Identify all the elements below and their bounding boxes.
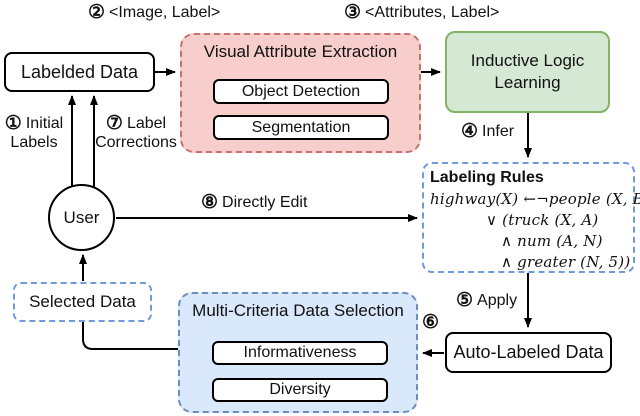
node-visual-attribute-extraction: Visual Attribute Extraction Object Detec…	[180, 33, 421, 153]
step-4-badge: ④	[461, 121, 479, 142]
selected-data-label: Selected Data	[29, 292, 136, 311]
vae-title: Visual Attribute Extraction	[203, 42, 398, 61]
rule-line: ∧ num (A, N)	[501, 232, 603, 250]
node-user: User	[48, 184, 115, 251]
node-auto-labeled-data: Auto-Labeled Data	[445, 332, 612, 373]
mcds-title: Multi-Criteria Data Selection	[192, 301, 404, 320]
step-1-badge: ①	[4, 113, 22, 134]
step-6-badge-label: ⑥	[422, 313, 443, 332]
node-labeled-data-label: Labelded Data	[20, 61, 139, 82]
node-selected-data: Selected Data	[13, 282, 152, 322]
step-3-badge: ③	[344, 2, 362, 23]
node-inductive-logic-learning: Inductive Logic Learning	[445, 31, 610, 113]
node-object-detection: Object Detection	[213, 79, 389, 104]
labeling-rules-title: Labeling Rules	[430, 169, 544, 186]
step-7-badge: ⑦	[105, 113, 123, 134]
node-segmentation: Segmentation	[213, 115, 389, 140]
informativeness-label: Informativeness	[243, 344, 357, 361]
diversity-label: Diversity	[269, 381, 331, 398]
rule-line: ∨ (truck (X, A)	[486, 211, 599, 229]
rule-line: ∧ greater (N, 5))	[501, 253, 631, 271]
step-2-image-label: ②<Image, Label>	[88, 2, 221, 23]
auto-labeled-data-label: Auto-Labeled Data	[453, 342, 604, 362]
node-labeled-data: Labelded Data	[4, 52, 155, 92]
step-2-badge: ②	[88, 2, 106, 23]
segmentation-label: Segmentation	[251, 118, 351, 136]
node-informativeness: Informativeness	[212, 341, 388, 365]
step-8-badge: ⑧	[201, 192, 219, 213]
step-6-badge: ⑥	[422, 312, 440, 333]
ill-label: Inductive Logic Learning	[470, 51, 585, 92]
step-5-badge: ⑤	[456, 290, 474, 311]
rule-line: highway(X) ←¬people (X, B)	[430, 190, 640, 208]
object-detection-label: Object Detection	[241, 82, 361, 100]
node-labeling-rules: Labeling Rules highway(X) ←¬people (X, B…	[422, 162, 640, 273]
line-mcds-to-selected	[82, 322, 179, 350]
node-diversity: Diversity	[212, 378, 388, 402]
step-3-attributes-label: ③<Attributes, Label>	[344, 2, 500, 23]
user-label: User	[63, 207, 100, 227]
node-multi-criteria-data-selection: Multi-Criteria Data Selection Informativ…	[178, 292, 418, 413]
